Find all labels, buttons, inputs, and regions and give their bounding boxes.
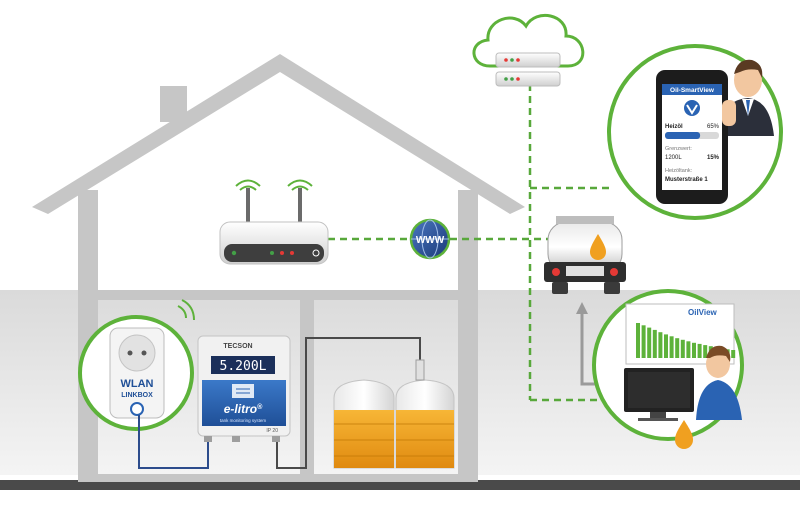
oilview-bar bbox=[680, 339, 685, 358]
oilview-bar bbox=[669, 336, 674, 358]
oilview-bar bbox=[697, 343, 702, 358]
wifi-icon bbox=[235, 179, 313, 191]
monitor-icon bbox=[624, 368, 694, 421]
ground-line bbox=[0, 480, 800, 490]
tank-icon bbox=[333, 379, 395, 469]
tanker-truck-icon bbox=[544, 216, 626, 294]
device-display: 5.200L bbox=[220, 359, 267, 374]
threshold-label: Grenzwert: bbox=[665, 146, 692, 152]
device-name: e-litro bbox=[224, 402, 257, 416]
tank-label: Heizöltank: bbox=[665, 168, 693, 174]
oilview-bar bbox=[641, 325, 646, 358]
oilview-bar bbox=[647, 327, 652, 358]
address: Musterstraße 1 bbox=[665, 177, 708, 183]
oilview-bar bbox=[692, 342, 696, 358]
oilview-bar bbox=[652, 329, 657, 358]
oilview-bar bbox=[658, 332, 663, 358]
threshold-value: 1200L bbox=[665, 155, 682, 161]
tank-icon bbox=[395, 359, 455, 469]
www-label: WWW bbox=[416, 235, 445, 246]
device-registered: ® bbox=[257, 403, 263, 411]
linkbox-title: WLAN bbox=[121, 378, 154, 390]
product-label: Heizöl bbox=[665, 124, 683, 130]
oilview-title: OilView bbox=[688, 308, 718, 317]
oil-drop-icon bbox=[590, 234, 606, 260]
level-bar-fill bbox=[665, 132, 701, 139]
linkbox-subtitle: LINKBOX bbox=[121, 392, 153, 399]
device-brand: TECSON bbox=[223, 343, 252, 350]
router-icon bbox=[219, 188, 329, 265]
device-tagline: tank monitoring system bbox=[220, 418, 267, 423]
oilview-bar bbox=[686, 341, 691, 358]
svg-text:e-litro®: e-litro® bbox=[224, 402, 263, 416]
business-person-icon bbox=[696, 345, 742, 420]
app-title: Oil-SmartView bbox=[670, 87, 715, 94]
level-label: 65% bbox=[707, 124, 720, 130]
network-links bbox=[328, 84, 612, 402]
server-icon bbox=[495, 52, 561, 87]
oilview-bar bbox=[636, 323, 640, 358]
elitro-device: TECSON 5.200L e-litro® tank monitoring s… bbox=[197, 335, 291, 442]
oilview-bar bbox=[731, 350, 736, 358]
www-globe-icon: WWW bbox=[409, 218, 451, 260]
oilview-bar bbox=[703, 345, 708, 358]
device-ip-rating: IP 20 bbox=[266, 428, 278, 434]
oilview-bar bbox=[675, 338, 680, 358]
business-person-icon bbox=[718, 59, 774, 136]
oilview-bar bbox=[664, 334, 668, 358]
tank-icon bbox=[232, 384, 254, 398]
oil-drop-icon bbox=[675, 420, 693, 449]
smartphone-icon: Oil-SmartView Heizöl 65% Grenzwert: 1200… bbox=[656, 70, 728, 204]
threshold-percent: 15% bbox=[707, 155, 720, 161]
hand bbox=[722, 100, 736, 126]
wifi-icon bbox=[177, 299, 195, 321]
smart-plug-icon: WLAN LINKBOX bbox=[109, 327, 165, 419]
